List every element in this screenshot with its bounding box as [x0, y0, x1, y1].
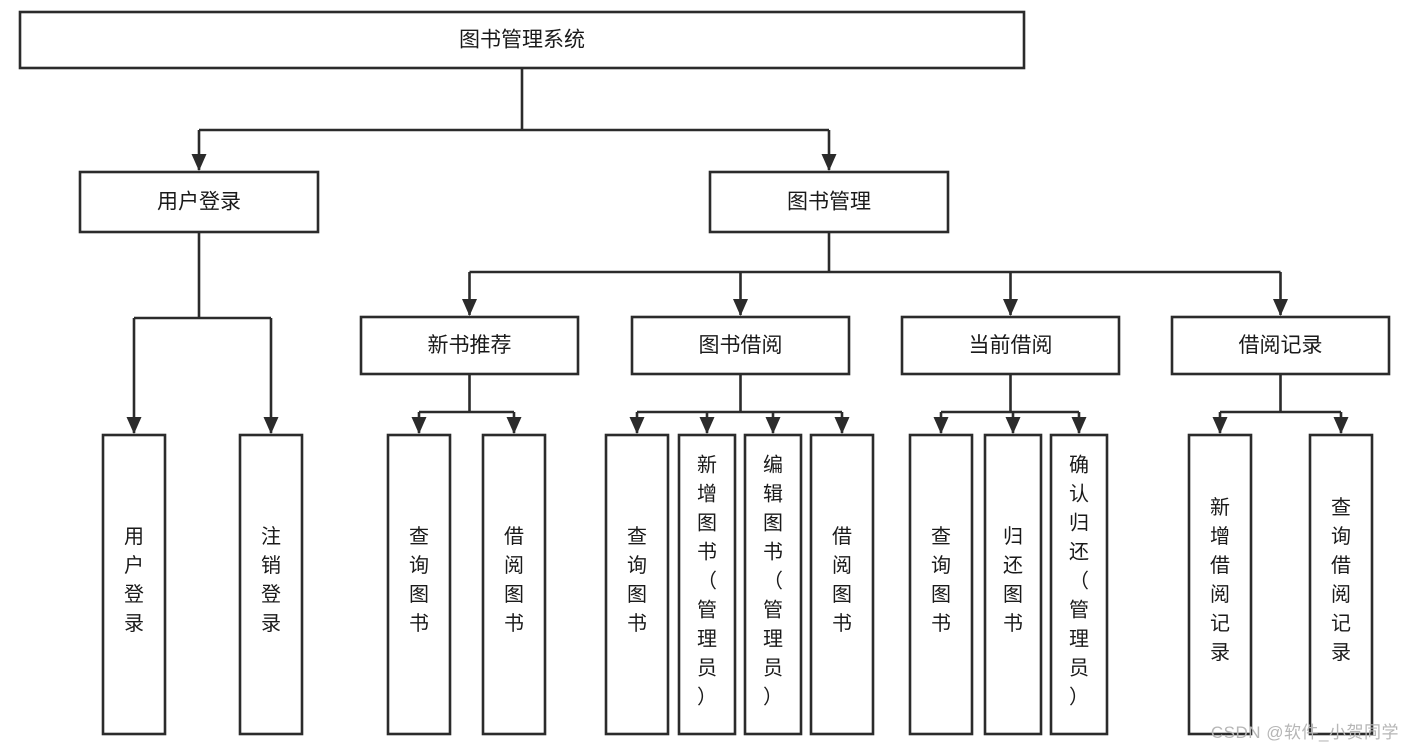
arrow-head-icon-leaf-query-book-3	[933, 417, 949, 434]
arrow-head-icon-leaf-return-book	[1005, 417, 1021, 434]
node-leaf-edit-book[interactable]: 编辑图书（管理员）	[743, 433, 803, 736]
node-leaf-return-book-box[interactable]	[983, 433, 1043, 736]
node-leaf-query-book-1-box[interactable]	[386, 433, 452, 736]
node-book-manage-label: 图书管理	[787, 191, 871, 214]
arrow-head-icon-borrow-record	[1273, 299, 1288, 316]
arrow-head-icon-leaf-user-login	[126, 417, 142, 434]
node-leaf-edit-book-label: 编辑图书（管理员）	[763, 454, 783, 709]
arrow-head-icon-leaf-add-book	[699, 417, 715, 434]
node-leaf-borrow-book-1-label: 借阅图书	[504, 525, 524, 635]
node-leaf-return-book[interactable]: 归还图书	[983, 433, 1043, 736]
node-leaf-user-logout[interactable]: 注销登录	[238, 433, 304, 736]
arrow-head-icon-new-book-rec	[462, 299, 477, 316]
node-leaf-confirm-return-label: 确认归还（管理员）	[1069, 454, 1089, 709]
node-leaf-query-book-3[interactable]: 查询图书	[908, 433, 974, 736]
node-leaf-add-record-label: 新增借阅记录	[1210, 496, 1230, 664]
node-book-manage[interactable]: 图书管理	[708, 170, 950, 234]
node-leaf-user-logout-label: 注销登录	[261, 525, 281, 635]
node-leaf-query-book-3-label: 查询图书	[931, 525, 951, 635]
node-root-system-box[interactable]	[18, 10, 1026, 70]
nodes-layer: 图书管理系统用户登录图书管理新书推荐图书借阅当前借阅借阅记录用户登录注销登录查询…	[18, 10, 1391, 736]
node-leaf-borrow-book-2-box[interactable]	[809, 433, 875, 736]
arrow-head-icon-leaf-edit-book	[765, 417, 781, 434]
node-new-book-rec-label: 新书推荐	[428, 334, 512, 357]
node-leaf-edit-book-box[interactable]	[743, 433, 803, 736]
node-leaf-borrow-book-1[interactable]: 借阅图书	[481, 433, 547, 736]
arrow-head-icon-root-user-login	[191, 154, 207, 171]
arrow-head-icon-leaf-user-logout	[263, 417, 279, 434]
node-leaf-user-login[interactable]: 用户登录	[101, 433, 167, 736]
node-new-book-rec[interactable]: 新书推荐	[359, 315, 580, 376]
node-borrow-record-box[interactable]	[1170, 315, 1391, 376]
node-borrow-record[interactable]: 借阅记录	[1170, 315, 1391, 376]
node-leaf-confirm-return-box[interactable]	[1049, 433, 1109, 736]
node-book-borrow-box[interactable]	[630, 315, 851, 376]
node-leaf-query-book-1[interactable]: 查询图书	[386, 433, 452, 736]
node-leaf-query-book-1-label: 查询图书	[409, 525, 429, 635]
node-user-login-label: 用户登录	[157, 191, 241, 214]
node-leaf-borrow-book-1-box[interactable]	[481, 433, 547, 736]
node-user-login[interactable]: 用户登录	[78, 170, 320, 234]
arrow-head-icon-leaf-confirm-return	[1071, 417, 1087, 434]
node-leaf-query-book-2-label: 查询图书	[627, 525, 647, 635]
node-current-borrow-label: 当前借阅	[969, 334, 1053, 357]
node-user-login-box[interactable]	[78, 170, 320, 234]
arrow-head-icon-leaf-query-book-1	[411, 417, 427, 434]
node-leaf-query-record-label: 查询借阅记录	[1331, 496, 1351, 664]
node-leaf-add-book-label: 新增图书（管理员）	[697, 454, 717, 709]
arrow-head-icon-current-borrow	[1003, 299, 1018, 316]
node-root-system[interactable]: 图书管理系统	[18, 10, 1026, 70]
node-leaf-query-record[interactable]: 查询借阅记录	[1308, 433, 1374, 736]
arrow-head-icon-book-borrow	[733, 299, 748, 316]
node-new-book-rec-box[interactable]	[359, 315, 580, 376]
node-leaf-add-book[interactable]: 新增图书（管理员）	[677, 433, 737, 736]
node-leaf-return-book-label: 归还图书	[1003, 525, 1023, 635]
node-leaf-query-book-3-box[interactable]	[908, 433, 974, 736]
arrow-head-icon-leaf-query-book-2	[629, 417, 645, 434]
node-leaf-borrow-book-2-label: 借阅图书	[832, 525, 852, 635]
node-borrow-record-label: 借阅记录	[1239, 334, 1323, 357]
node-book-borrow-label: 图书借阅	[699, 334, 783, 357]
node-book-borrow[interactable]: 图书借阅	[630, 315, 851, 376]
node-leaf-add-book-box[interactable]	[677, 433, 737, 736]
node-book-manage-box[interactable]	[708, 170, 950, 234]
node-leaf-confirm-return[interactable]: 确认归还（管理员）	[1049, 433, 1109, 736]
connectors-layer	[126, 68, 1349, 434]
arrow-head-icon-leaf-borrow-book-2	[834, 417, 850, 434]
node-leaf-borrow-book-2[interactable]: 借阅图书	[809, 433, 875, 736]
node-leaf-add-record-box[interactable]	[1187, 433, 1253, 736]
arrow-head-icon-leaf-add-record	[1212, 417, 1228, 434]
arrow-head-icon-leaf-query-record	[1333, 417, 1349, 434]
arrow-head-icon-leaf-borrow-book-1	[506, 417, 522, 434]
node-current-borrow[interactable]: 当前借阅	[900, 315, 1121, 376]
node-root-system-label: 图书管理系统	[459, 29, 585, 52]
node-leaf-user-login-box[interactable]	[101, 433, 167, 736]
node-leaf-query-record-box[interactable]	[1308, 433, 1374, 736]
node-leaf-query-book-2-box[interactable]	[604, 433, 670, 736]
node-leaf-query-book-2[interactable]: 查询图书	[604, 433, 670, 736]
node-leaf-add-record[interactable]: 新增借阅记录	[1187, 433, 1253, 736]
node-leaf-user-login-label: 用户登录	[124, 526, 144, 635]
node-leaf-user-logout-box[interactable]	[238, 433, 304, 736]
node-current-borrow-box[interactable]	[900, 315, 1121, 376]
csdn-watermark: CSDN @软件_小贺同学	[1210, 723, 1399, 742]
arrow-head-icon-root-book-manage	[821, 154, 837, 171]
